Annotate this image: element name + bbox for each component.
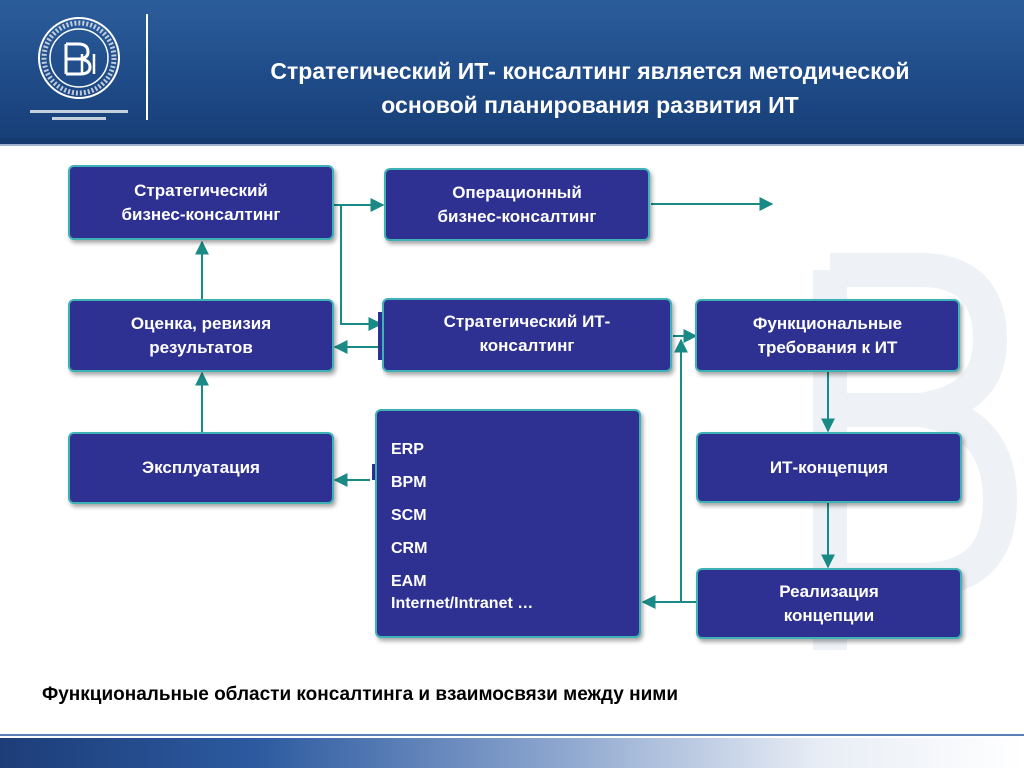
footer-band bbox=[0, 738, 1024, 768]
node-functional-line-2: требования к ИТ bbox=[757, 337, 898, 357]
node-evaluation-line-1: Оценка, ревизия bbox=[130, 313, 272, 333]
node-evaluation-review: Оценка, ревизия результатов bbox=[68, 299, 334, 372]
node-strategic-business-consulting: Стратегический бизнес-консалтинг bbox=[68, 165, 334, 240]
node-functional-line-1: Функциональные bbox=[752, 313, 903, 333]
node-strategic-business-line-1: Стратегический bbox=[134, 180, 268, 200]
node-strategic-it-consulting: Стратегический ИТ- консалтинг bbox=[382, 298, 672, 372]
node-it-concept: ИТ-концепция bbox=[696, 432, 962, 503]
system-item: Internet/Intranet … bbox=[391, 595, 534, 612]
node-implementation: Реализация концепции bbox=[696, 568, 962, 639]
diagram-caption: Функциональные области консалтинга и вза… bbox=[42, 684, 679, 705]
node-strategic-business-line-2: бизнес-консалтинг bbox=[121, 204, 281, 224]
node-operation: Эксплуатация bbox=[68, 432, 334, 504]
header-rule-light bbox=[0, 144, 1024, 146]
footer-rule bbox=[0, 734, 1024, 736]
system-item: EAM bbox=[391, 573, 427, 590]
header-divider bbox=[146, 14, 148, 120]
node-it-concept-label: ИТ-концепция bbox=[769, 457, 889, 477]
system-item: SCM bbox=[391, 507, 427, 524]
node-operation-label: Эксплуатация bbox=[142, 458, 260, 477]
system-item: ERP bbox=[391, 441, 424, 458]
header-rule bbox=[0, 138, 1024, 144]
node-functional-requirements: Функциональные требования к ИТ bbox=[695, 299, 960, 372]
title-line-1: Стратегический ИТ- консалтинг является м… bbox=[270, 58, 910, 84]
node-operational-business-line-2: бизнес-консалтинг bbox=[437, 206, 597, 226]
node-evaluation-line-2: результатов bbox=[149, 337, 253, 357]
system-item: BPM bbox=[391, 474, 427, 491]
slide-title: Стратегический ИТ- консалтинг является м… bbox=[160, 54, 1020, 122]
node-strategic-it-line-2: консалтинг bbox=[479, 336, 575, 355]
arrow-strategic-to-it bbox=[340, 205, 383, 331]
node-strategic-it-line-1: Стратегический ИТ- bbox=[443, 312, 611, 331]
node-systems-list: ERP BPM SCM CRM EAM Internet/Intranet … bbox=[375, 409, 641, 638]
node-implementation-line-1: Реализация bbox=[779, 581, 879, 601]
header-band bbox=[0, 0, 1024, 138]
university-logo bbox=[30, 17, 128, 120]
title-line-2: основой планирования развития ИТ bbox=[381, 92, 799, 118]
node-operational-business-line-1: Операционный bbox=[452, 182, 582, 202]
node-implementation-line-2: концепции bbox=[783, 605, 875, 625]
node-operational-business-consulting: Операционный бизнес-консалтинг bbox=[384, 168, 650, 241]
system-item: CRM bbox=[391, 540, 428, 557]
